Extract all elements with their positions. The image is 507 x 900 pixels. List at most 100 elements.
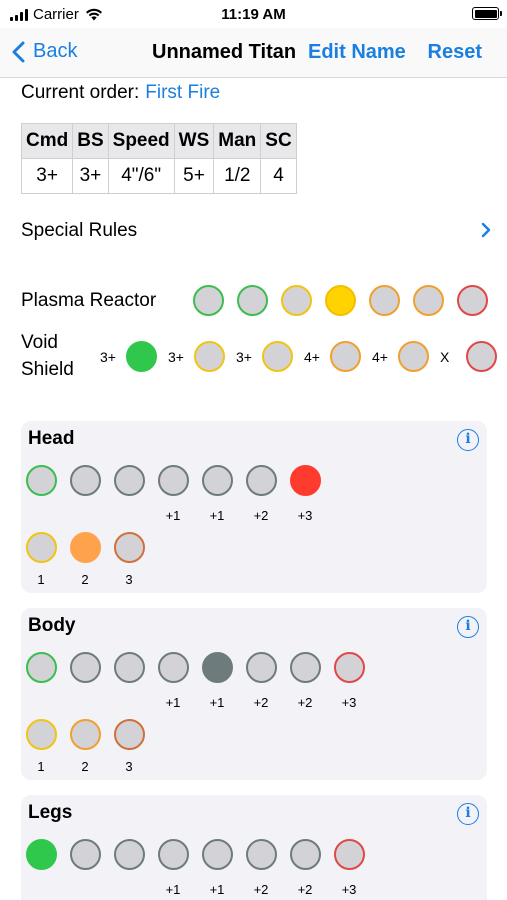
armour-box[interactable] bbox=[114, 652, 145, 683]
reset-button[interactable]: Reset bbox=[427, 41, 482, 63]
section-title: Body bbox=[28, 615, 76, 636]
critical-damage-box[interactable] bbox=[70, 532, 101, 563]
armour-box[interactable] bbox=[70, 465, 101, 496]
void-shield-save-label: 3+ bbox=[236, 349, 252, 365]
chevron-right-icon bbox=[481, 222, 491, 238]
page-title: Unnamed Titan bbox=[152, 41, 297, 63]
armour-modifier: +1 bbox=[209, 695, 225, 710]
armour-box[interactable] bbox=[114, 839, 145, 870]
armour-modifier: +1 bbox=[165, 508, 181, 523]
void-shield-label-line1: Void bbox=[21, 332, 58, 353]
carrier-info: Carrier bbox=[10, 6, 103, 23]
armour-box[interactable] bbox=[70, 839, 101, 870]
critical-damage-level: 2 bbox=[81, 572, 89, 587]
section-title: Legs bbox=[28, 802, 73, 823]
stat-value: 3+ bbox=[20, 158, 74, 194]
info-icon[interactable]: i bbox=[457, 429, 479, 451]
void-shield-save-label: X bbox=[440, 349, 450, 365]
void-shield-level[interactable] bbox=[262, 341, 293, 372]
clock: 11:19 AM bbox=[221, 6, 286, 23]
armour-modifier: +2 bbox=[253, 695, 269, 710]
armour-box[interactable] bbox=[290, 652, 321, 683]
armour-box[interactable] bbox=[290, 839, 321, 870]
armour-modifier: +1 bbox=[165, 882, 181, 897]
stat-value: 1/2 bbox=[213, 158, 262, 194]
armour-box[interactable] bbox=[158, 652, 189, 683]
special-rules-row[interactable]: Special Rules bbox=[21, 220, 491, 242]
critical-damage-level: 2 bbox=[81, 759, 89, 774]
void-shield-level[interactable] bbox=[466, 341, 497, 372]
armour-box[interactable] bbox=[334, 652, 365, 683]
void-shield-level[interactable] bbox=[398, 341, 429, 372]
plasma-reactor-level[interactable] bbox=[457, 285, 488, 316]
battery-icon bbox=[472, 7, 502, 20]
current-order-value[interactable]: First Fire bbox=[145, 82, 221, 103]
armour-box[interactable] bbox=[26, 839, 57, 870]
plasma-reactor-level[interactable] bbox=[413, 285, 444, 316]
void-shield-save-label: 4+ bbox=[304, 349, 320, 365]
armour-box[interactable] bbox=[26, 652, 57, 683]
critical-damage-box[interactable] bbox=[114, 532, 145, 563]
armour-modifier: +1 bbox=[209, 508, 225, 523]
special-rules-label: Special Rules bbox=[21, 220, 138, 241]
armour-box[interactable] bbox=[202, 652, 233, 683]
armour-box[interactable] bbox=[70, 652, 101, 683]
armour-box[interactable] bbox=[202, 465, 233, 496]
void-shield-save-label: 3+ bbox=[100, 349, 116, 365]
stat-value: 3+ bbox=[72, 158, 109, 194]
void-shield-label-line2: Shield bbox=[21, 359, 74, 380]
plasma-reactor-level[interactable] bbox=[325, 285, 356, 316]
info-icon[interactable]: i bbox=[457, 616, 479, 638]
back-label: Back bbox=[33, 40, 78, 62]
armour-box[interactable] bbox=[158, 839, 189, 870]
armour-box[interactable] bbox=[246, 839, 277, 870]
void-shield-save-label: 3+ bbox=[168, 349, 184, 365]
current-order: Current order:First Fire bbox=[21, 82, 220, 104]
plasma-reactor-level[interactable] bbox=[281, 285, 312, 316]
info-icon[interactable]: i bbox=[457, 803, 479, 825]
stat-header: BS bbox=[72, 123, 109, 159]
status-bar: Carrier 11:19 AM bbox=[0, 0, 507, 28]
armour-modifier: +1 bbox=[165, 695, 181, 710]
armour-modifier: +3 bbox=[341, 882, 357, 897]
critical-damage-box[interactable] bbox=[26, 532, 57, 563]
void-shield-level[interactable] bbox=[194, 341, 225, 372]
armour-box[interactable] bbox=[246, 652, 277, 683]
armour-box[interactable] bbox=[202, 839, 233, 870]
current-order-label: Current order: bbox=[21, 82, 140, 103]
armour-box[interactable] bbox=[26, 465, 57, 496]
armour-modifier: +3 bbox=[297, 508, 313, 523]
critical-damage-box[interactable] bbox=[114, 719, 145, 750]
armour-box[interactable] bbox=[334, 839, 365, 870]
armour-box[interactable] bbox=[290, 465, 321, 496]
critical-damage-box[interactable] bbox=[70, 719, 101, 750]
critical-damage-level: 1 bbox=[37, 759, 45, 774]
armour-box[interactable] bbox=[114, 465, 145, 496]
stat-header: Man bbox=[213, 123, 262, 159]
critical-damage-level: 3 bbox=[125, 759, 133, 774]
void-shield-level[interactable] bbox=[126, 341, 157, 372]
void-shield-level[interactable] bbox=[330, 341, 361, 372]
armour-modifier: +2 bbox=[297, 882, 313, 897]
stats-table: Cmd BS Speed WS Man SC 3+ 3+ 4"/6" 5+ 1/… bbox=[20, 123, 297, 194]
navigation-bar: Back Unnamed Titan Edit Name Reset bbox=[0, 28, 507, 78]
void-shield-save-label: 4+ bbox=[372, 349, 388, 365]
back-button[interactable]: Back bbox=[12, 40, 77, 63]
stat-header: Speed bbox=[107, 123, 175, 159]
critical-damage-level: 3 bbox=[125, 572, 133, 587]
wifi-icon bbox=[85, 8, 102, 21]
armour-box[interactable] bbox=[158, 465, 189, 496]
critical-damage-level: 1 bbox=[37, 572, 45, 587]
critical-damage-box[interactable] bbox=[26, 719, 57, 750]
armour-box[interactable] bbox=[246, 465, 277, 496]
edit-name-button[interactable]: Edit Name bbox=[308, 41, 406, 63]
armour-modifier: +1 bbox=[209, 882, 225, 897]
stat-header: Cmd bbox=[20, 123, 74, 159]
plasma-reactor-level[interactable] bbox=[193, 285, 224, 316]
plasma-reactor-level[interactable] bbox=[237, 285, 268, 316]
plasma-reactor-level[interactable] bbox=[369, 285, 400, 316]
chevron-left-icon bbox=[12, 41, 25, 62]
carrier-name: Carrier bbox=[33, 6, 79, 23]
